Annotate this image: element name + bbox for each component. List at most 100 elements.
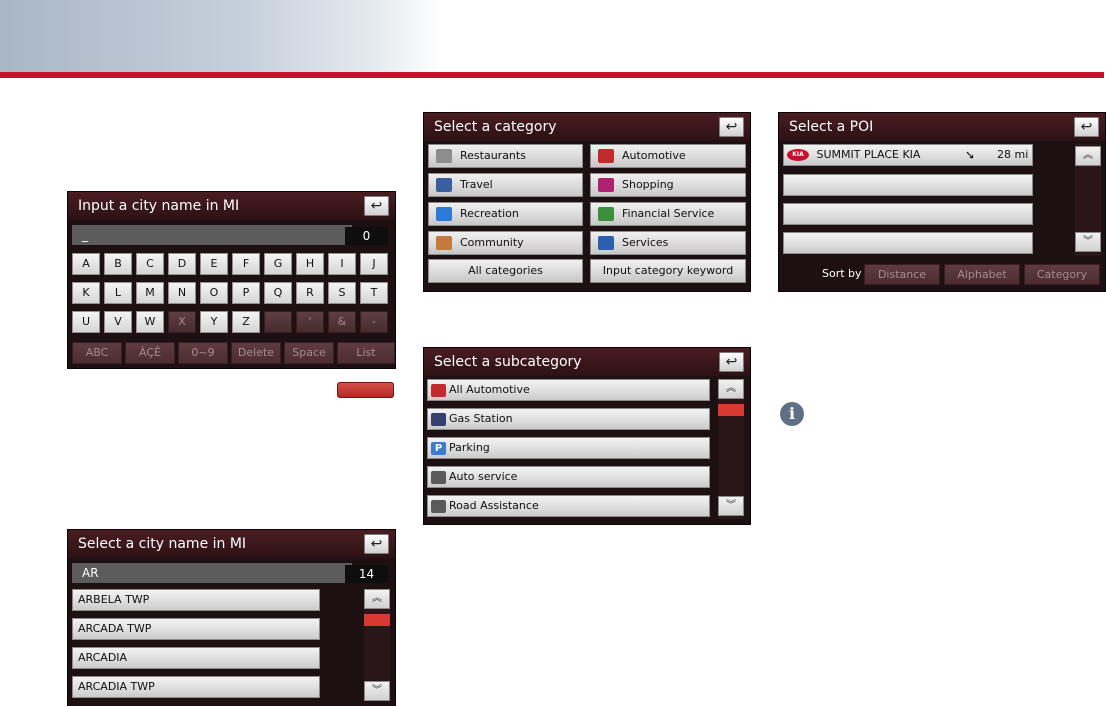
- scroll-up-button[interactable]: ︽: [718, 379, 744, 399]
- city-row[interactable]: ARCADIA TWP: [72, 676, 320, 698]
- key-Y[interactable]: Y: [200, 311, 228, 333]
- back-button[interactable]: ↩: [1074, 117, 1099, 137]
- key-J[interactable]: J: [360, 253, 388, 275]
- key-L[interactable]: L: [104, 282, 132, 304]
- poi-name: SUMMIT PLACE KIA: [816, 148, 921, 161]
- key-'[interactable]: ': [296, 311, 324, 333]
- shopping-icon: [598, 178, 614, 192]
- scroll-thumb[interactable]: [718, 404, 744, 416]
- key-V[interactable]: V: [104, 311, 132, 333]
- key-A[interactable]: A: [72, 253, 100, 275]
- key-N[interactable]: N: [168, 282, 196, 304]
- poi-row-empty[interactable]: [783, 174, 1033, 196]
- category-financial-service-button[interactable]: Financial Service: [590, 202, 746, 226]
- key-D[interactable]: D: [168, 253, 196, 275]
- category-restaurants-button[interactable]: Restaurants: [428, 144, 583, 168]
- back-button[interactable]: ↩: [719, 352, 744, 372]
- key-G[interactable]: G: [264, 253, 292, 275]
- key-blank[interactable]: [264, 311, 292, 333]
- key-09-button[interactable]: 0~9: [178, 342, 228, 364]
- gas-station-icon: [431, 412, 446, 426]
- city-input-value: _: [82, 228, 88, 242]
- scroll-down-button[interactable]: ︾: [364, 681, 390, 701]
- header-band: [0, 0, 1106, 74]
- scroll-down-button[interactable]: ︾: [718, 496, 744, 516]
- key-list-button[interactable]: List: [337, 342, 395, 364]
- category-label: Shopping: [622, 178, 674, 191]
- key-K[interactable]: K: [72, 282, 100, 304]
- travel-icon: [436, 178, 452, 192]
- category-label: Community: [460, 236, 524, 249]
- poi-row-empty[interactable]: [783, 203, 1033, 225]
- sort-distance-button[interactable]: Distance: [864, 264, 940, 285]
- key-E[interactable]: E: [200, 253, 228, 275]
- poi-distance: 28 mi: [997, 148, 1029, 161]
- key-X[interactable]: X: [168, 311, 196, 333]
- city-row[interactable]: ARBELA TWP: [72, 589, 320, 611]
- car-icon: [598, 149, 614, 163]
- key-H[interactable]: H: [296, 253, 324, 275]
- key-O[interactable]: O: [200, 282, 228, 304]
- sort-alphabet-button[interactable]: Alphabet: [944, 264, 1020, 285]
- key-T[interactable]: T: [360, 282, 388, 304]
- key-&[interactable]: &: [328, 311, 356, 333]
- category-label: Services: [622, 236, 669, 249]
- category-label: Recreation: [460, 207, 519, 220]
- subcategory-row[interactable]: Gas Station: [427, 408, 710, 430]
- key-abc-button[interactable]: ABC: [72, 342, 122, 364]
- category-label: Travel: [460, 178, 493, 191]
- all-categories-button[interactable]: All categories: [428, 259, 583, 283]
- key-Z[interactable]: Z: [232, 311, 260, 333]
- subcategory-row[interactable]: Road Assistance: [427, 495, 710, 517]
- key-C[interactable]: C: [136, 253, 164, 275]
- screen-title-text: Select a subcategory: [434, 354, 582, 370]
- subcategory-row[interactable]: Auto service: [427, 466, 710, 488]
- restaurant-icon: [436, 149, 452, 163]
- back-button[interactable]: ↩: [364, 534, 389, 554]
- city-row[interactable]: ARCADA TWP: [72, 618, 320, 640]
- back-button[interactable]: ↩: [719, 117, 744, 137]
- key-R[interactable]: R: [296, 282, 324, 304]
- scrollbar[interactable]: [718, 379, 744, 519]
- scroll-up-button[interactable]: ︽: [364, 589, 390, 609]
- scroll-down-button[interactable]: ︾: [1075, 232, 1101, 252]
- kia-logo-icon: KIA: [787, 149, 809, 161]
- subcategory-row[interactable]: All Automotive: [427, 379, 710, 401]
- scroll-up-button[interactable]: ︽: [1075, 146, 1101, 166]
- category-keyword-button[interactable]: Input category keyword: [590, 259, 746, 283]
- key-Q[interactable]: Q: [264, 282, 292, 304]
- sort-category-button[interactable]: Category: [1024, 264, 1100, 285]
- screen-title: Select a city name in MI ↩: [68, 530, 395, 558]
- category-recreation-button[interactable]: Recreation: [428, 202, 583, 226]
- key-delete-button[interactable]: Delete: [231, 342, 281, 364]
- key-M[interactable]: M: [136, 282, 164, 304]
- key--[interactable]: -: [360, 311, 388, 333]
- key--button[interactable]: ÀÇÊ: [125, 342, 175, 364]
- poi-row[interactable]: KIA SUMMIT PLACE KIA ➘ 28 mi: [783, 144, 1033, 166]
- back-button[interactable]: ↩: [364, 196, 389, 216]
- key-I[interactable]: I: [328, 253, 356, 275]
- subcategory-label: All Automotive: [449, 383, 530, 396]
- key-B[interactable]: B: [104, 253, 132, 275]
- red-indicator-button: [337, 382, 394, 398]
- category-services-button[interactable]: Services: [590, 231, 746, 255]
- city-filter-field[interactable]: AR: [72, 563, 352, 583]
- subcategory-label: Parking: [449, 441, 490, 454]
- category-travel-button[interactable]: Travel: [428, 173, 583, 197]
- city-input-field[interactable]: _: [72, 225, 352, 245]
- key-space-button[interactable]: Space: [284, 342, 334, 364]
- key-U[interactable]: U: [72, 311, 100, 333]
- poi-row-empty[interactable]: [783, 232, 1033, 254]
- category-shopping-button[interactable]: Shopping: [590, 173, 746, 197]
- scroll-thumb[interactable]: [364, 614, 390, 626]
- category-automotive-button[interactable]: Automotive: [590, 144, 746, 168]
- key-F[interactable]: F: [232, 253, 260, 275]
- city-row[interactable]: ARCADIA: [72, 647, 320, 669]
- key-W[interactable]: W: [136, 311, 164, 333]
- key-S[interactable]: S: [328, 282, 356, 304]
- key-P[interactable]: P: [232, 282, 260, 304]
- subcategory-label: Road Assistance: [449, 499, 539, 512]
- category-community-button[interactable]: Community: [428, 231, 583, 255]
